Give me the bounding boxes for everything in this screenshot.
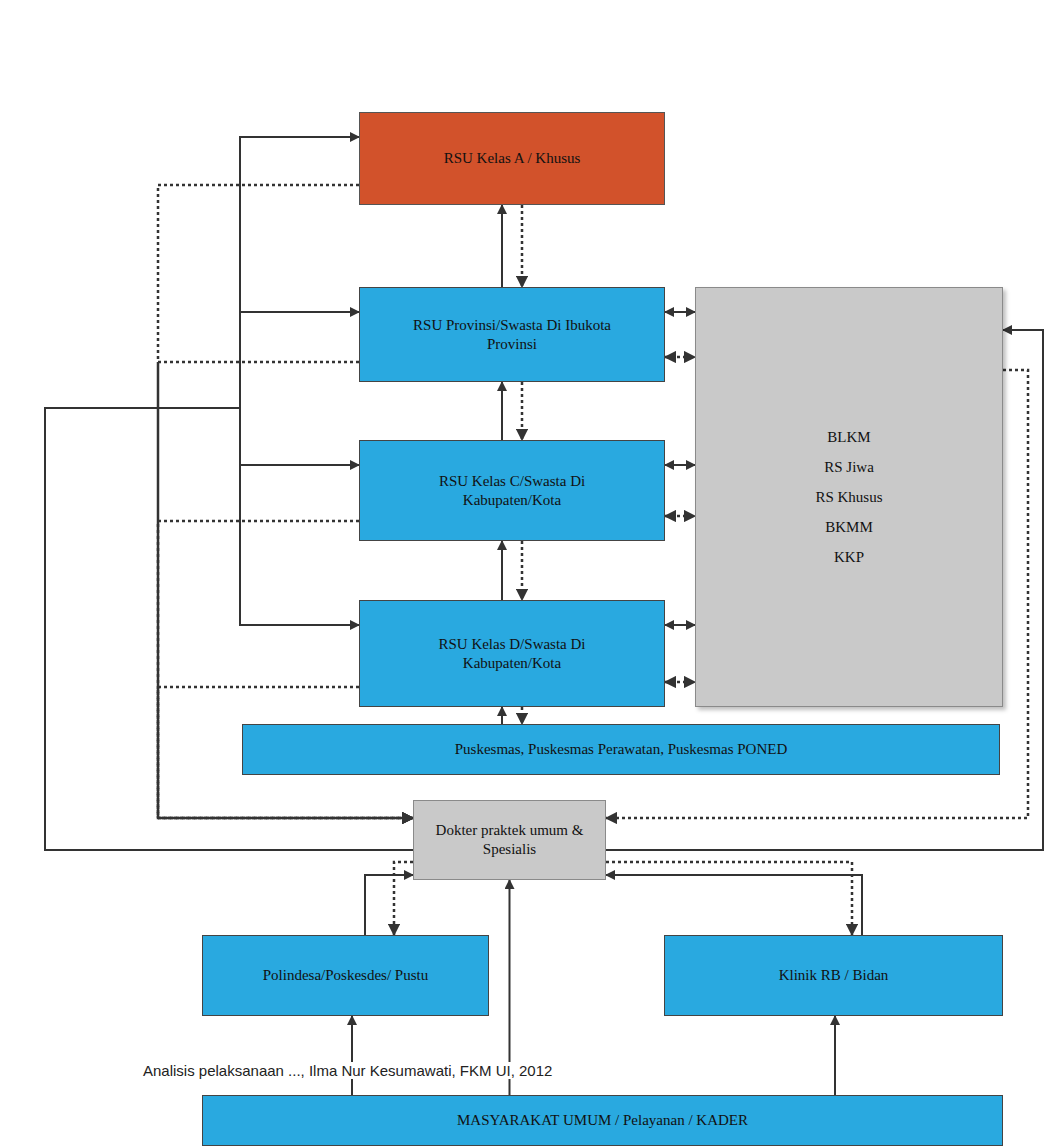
institution-box: BLKMRS JiwaRS KhususBKMMKKP: [695, 287, 1003, 707]
solid-arrow: [365, 875, 413, 935]
node-text: RSU Kelas A / Khusus: [444, 149, 581, 168]
hospital-box: RSU Provinsi/Swasta Di Ibukota Provinsi: [359, 287, 665, 382]
solid-arrow: [665, 311, 695, 313]
solid-arrow: [606, 875, 862, 935]
node-text: RSU Provinsi/Swasta Di Ibukota Provinsi: [412, 316, 612, 354]
node-text: Klinik RB / Bidan: [779, 966, 889, 985]
watermark: Analisis pelaksanaan ..., Ilma Nur Kesum…: [140, 1062, 555, 1079]
solid-arrow: [501, 382, 503, 440]
dotted-arrow: [394, 862, 413, 935]
dotted-arrow: [665, 681, 695, 684]
hospital-box: RSU Kelas D/Swasta Di Kabupaten/Kota: [359, 600, 665, 707]
village-box: Polindesa/Poskesdes/ Pustu: [202, 935, 489, 1016]
node-text: KKP: [834, 542, 864, 572]
solid-arrow: [45, 408, 413, 850]
node-text: RS Jiwa: [824, 452, 874, 482]
dotted-arrow: [521, 707, 524, 724]
hospital-box: RSU Kelas A / Khusus: [359, 112, 665, 205]
solid-arrow: [501, 707, 503, 724]
dotted-arrow: [521, 382, 524, 440]
solid-arrow: [45, 408, 413, 850]
node-text: Polindesa/Poskesdes/ Pustu: [263, 966, 428, 985]
dotted-arrow: [606, 862, 852, 935]
solid-arrow: [665, 464, 695, 466]
dotted-arrow: [521, 205, 524, 287]
clinic-box: Klinik RB / Bidan: [664, 935, 1003, 1016]
hospital-box: RSU Kelas C/Swasta Di Kabupaten/Kota: [359, 440, 665, 541]
community-band: MASYARAKAT UMUM / Pelayanan / KADER: [202, 1095, 1003, 1146]
node-text: RSU Kelas D/Swasta Di Kabupaten/Kota: [412, 635, 612, 673]
solid-arrow: [501, 205, 503, 287]
node-text: BLKM: [827, 422, 870, 452]
dotted-arrow: [521, 541, 524, 600]
solid-arrow: [351, 1016, 353, 1095]
node-text: MASYARAKAT UMUM / Pelayanan / KADER: [457, 1111, 748, 1130]
node-text: BKMM: [825, 512, 873, 542]
dotted-arrow: [665, 356, 695, 359]
dotted-arrow: [665, 515, 695, 518]
puskesmas-band: Puskesmas, Puskesmas Perawatan, Puskesma…: [242, 724, 1000, 775]
solid-arrow: [665, 624, 695, 626]
node-text: Puskesmas, Puskesmas Perawatan, Puskesma…: [455, 740, 787, 759]
practice-box: Dokter praktek umum & Spesialis: [413, 800, 606, 880]
node-text: Dokter praktek umum & Spesialis: [435, 821, 585, 859]
solid-arrow: [834, 1016, 836, 1095]
node-text: RSU Kelas C/Swasta Di Kabupaten/Kota: [412, 472, 612, 510]
node-text: RS Khusus: [815, 482, 882, 512]
solid-arrow: [501, 541, 503, 600]
